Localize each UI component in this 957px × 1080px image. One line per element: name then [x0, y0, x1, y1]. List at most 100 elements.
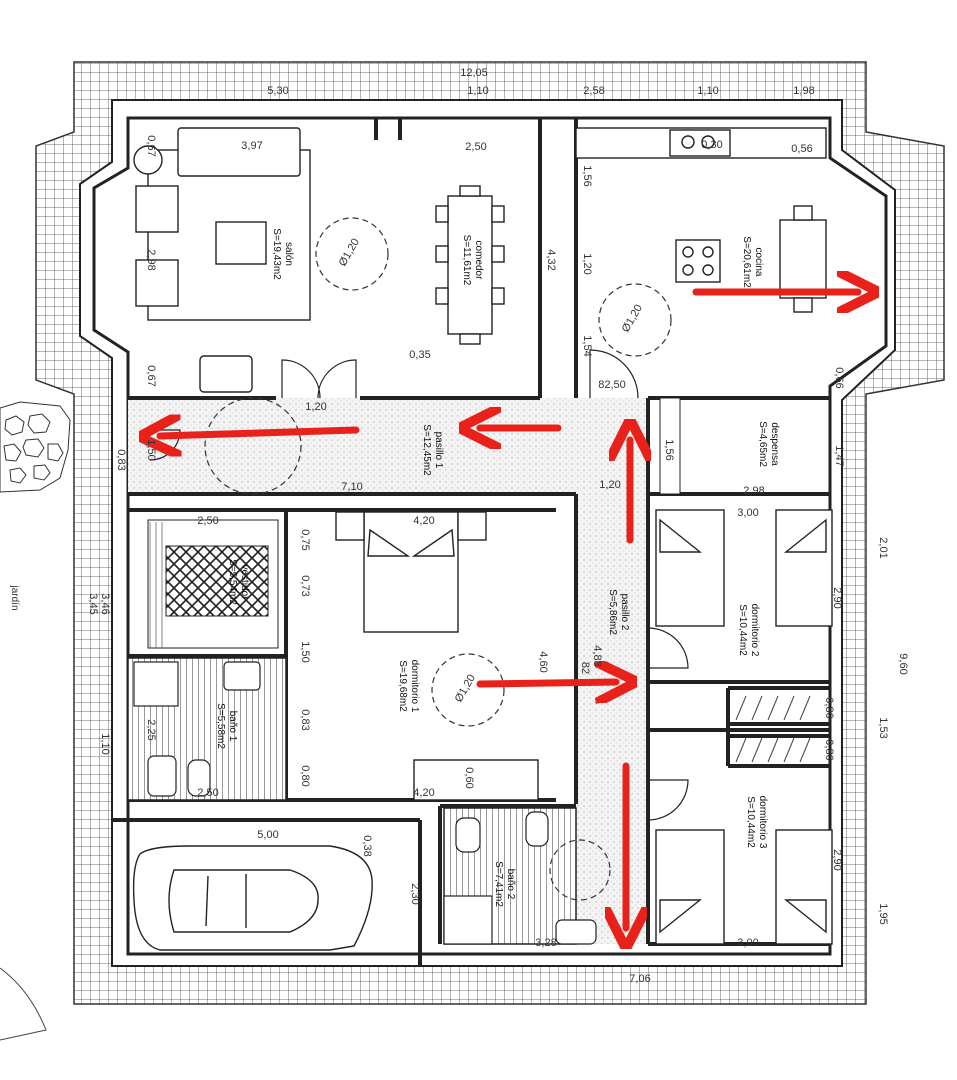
dim-label: 0,83: [115, 449, 127, 470]
dim-label: 0,80: [823, 697, 835, 718]
walk-in-closet: [147, 519, 279, 649]
room-area: S=5,86m2: [607, 589, 618, 635]
interior-walls: [112, 118, 830, 966]
dim-label: 1,95: [877, 903, 889, 924]
dim-label: 2,90: [831, 587, 843, 608]
living-room-furniture: [133, 127, 311, 393]
dim-label: 2,50: [465, 141, 486, 153]
dim-label: 0,75: [299, 529, 311, 550]
dim-label: 1,10: [99, 733, 111, 754]
dim-label: 2,98: [743, 485, 764, 497]
top-dim: 1,10: [467, 85, 488, 97]
room-name: dormitorio 1: [409, 660, 420, 713]
room-name: pasillo 1: [433, 432, 444, 469]
dining-table: [435, 185, 505, 345]
dim-label: 0,73: [299, 575, 311, 596]
room-name: dormitorio 2: [749, 604, 760, 657]
dim-label: 2,25: [145, 719, 157, 740]
room-name: salón: [283, 242, 294, 266]
top-dim: 1,98: [793, 85, 814, 97]
dim-label: 3,46: [99, 593, 111, 614]
bottom-total-dim: 7,06: [629, 973, 650, 985]
room-area: S=4,65m2: [757, 421, 768, 467]
room-vestidor: vestidor S=5,54m2: [227, 559, 250, 605]
master-bed: [335, 511, 539, 801]
dim-label: 4,20: [413, 515, 434, 527]
right-total-dim: 9,60: [897, 653, 909, 674]
dim-label: 0,67: [145, 135, 157, 156]
dim-label: 2,98: [145, 249, 157, 270]
dim-label: 3,45: [87, 593, 99, 614]
room-area: S=11,61m2: [461, 235, 472, 286]
dim-label: 1,56: [581, 165, 593, 186]
room-dormitorio-3: dormitorio 3 S=10,44m2: [745, 796, 768, 849]
room-name: dormitorio 3: [757, 796, 768, 849]
dim-label: 82: [579, 662, 591, 674]
closets: [735, 695, 811, 763]
room-name: pasillo 2: [619, 594, 630, 631]
dim-label: 3,97: [241, 140, 262, 152]
garden-stones: [0, 401, 71, 493]
top-dimension-row: 5,30 1,10 2,58 1,10 1,98: [267, 85, 814, 97]
top-dim: 1,10: [697, 85, 718, 97]
kitchen-fixtures: [575, 127, 827, 313]
dim-label: 5,00: [257, 829, 278, 841]
room-area: S=12,45m2: [421, 424, 432, 476]
pantry-shelf: [659, 397, 681, 495]
dim-label: 2,50: [197, 515, 218, 527]
room-name: comedor: [473, 241, 484, 281]
room-dormitorio-1: dormitorio 1 S=19,68m2: [397, 660, 420, 713]
room-area: S=19,43m2: [271, 228, 282, 280]
dim-label: 0,56: [791, 143, 812, 155]
dim-label: 4,88: [591, 645, 603, 666]
dim-label: 2,30: [409, 883, 421, 904]
dim-label: 0,67: [145, 365, 157, 386]
corridor-1-floor: [128, 398, 648, 494]
red-arrow: [476, 682, 616, 684]
room-despensa: despensa S=4,65m2: [757, 421, 780, 467]
dim-label: 1,54: [581, 335, 593, 356]
room-area: S=5,54m2: [227, 559, 238, 605]
room-area: S=20,61m2: [741, 236, 752, 288]
room-area: S=7,41m2: [493, 861, 504, 907]
twin-beds-2: [655, 509, 833, 627]
dim-label: 7,10: [341, 481, 362, 493]
room-cocina: cocina S=20,61m2: [741, 236, 764, 288]
bathroom-1: [127, 657, 287, 801]
turning-circles: [204, 217, 672, 901]
room-name: vestidor: [239, 564, 250, 600]
room-name: baño 2: [505, 869, 516, 900]
dim-label: 0,35: [409, 349, 430, 361]
dim-label: 0,83: [299, 709, 311, 730]
dim-label: 1,20: [305, 401, 326, 413]
dim-label: 4,32: [545, 249, 557, 270]
top-total-dim: 12,05: [460, 67, 488, 79]
garden-arc: [0, 967, 47, 1041]
dim-label: 2,90: [831, 849, 843, 870]
dim-label: 1,20: [581, 253, 593, 274]
dim-label: 2,50: [197, 787, 218, 799]
dim-label: 0,60: [463, 767, 475, 788]
dim-label: 1,50: [145, 439, 157, 460]
dim-label: 3,00: [737, 507, 758, 519]
garden-label: jardín: [9, 584, 20, 610]
dim-label: 3,28: [535, 937, 556, 949]
room-area: S=10,44m2: [737, 604, 748, 656]
top-dim: 5,30: [267, 85, 288, 97]
room-name: baño 1: [227, 711, 238, 742]
room-name: despensa: [769, 422, 780, 466]
dim-label: 1,56: [663, 439, 675, 460]
bathroom-2: [443, 807, 597, 945]
room-salon: salón S=19,43m2: [271, 228, 294, 280]
dim-label: 4,60: [537, 651, 549, 672]
room-name: cocina: [753, 248, 764, 277]
dim-label: 0,80: [823, 739, 835, 760]
car-icon: [132, 845, 373, 951]
top-dim: 2,58: [583, 85, 604, 97]
room-pasillo-1: pasillo 1 S=12,45m2: [421, 424, 444, 476]
dim-label: 1,20: [599, 479, 620, 491]
dim-label: 4,20: [413, 787, 434, 799]
room-area: S=19,68m2: [397, 660, 408, 712]
dim-label: 1,53: [877, 717, 889, 738]
room-bano-1: baño 1 S=5,58m2: [215, 703, 238, 749]
